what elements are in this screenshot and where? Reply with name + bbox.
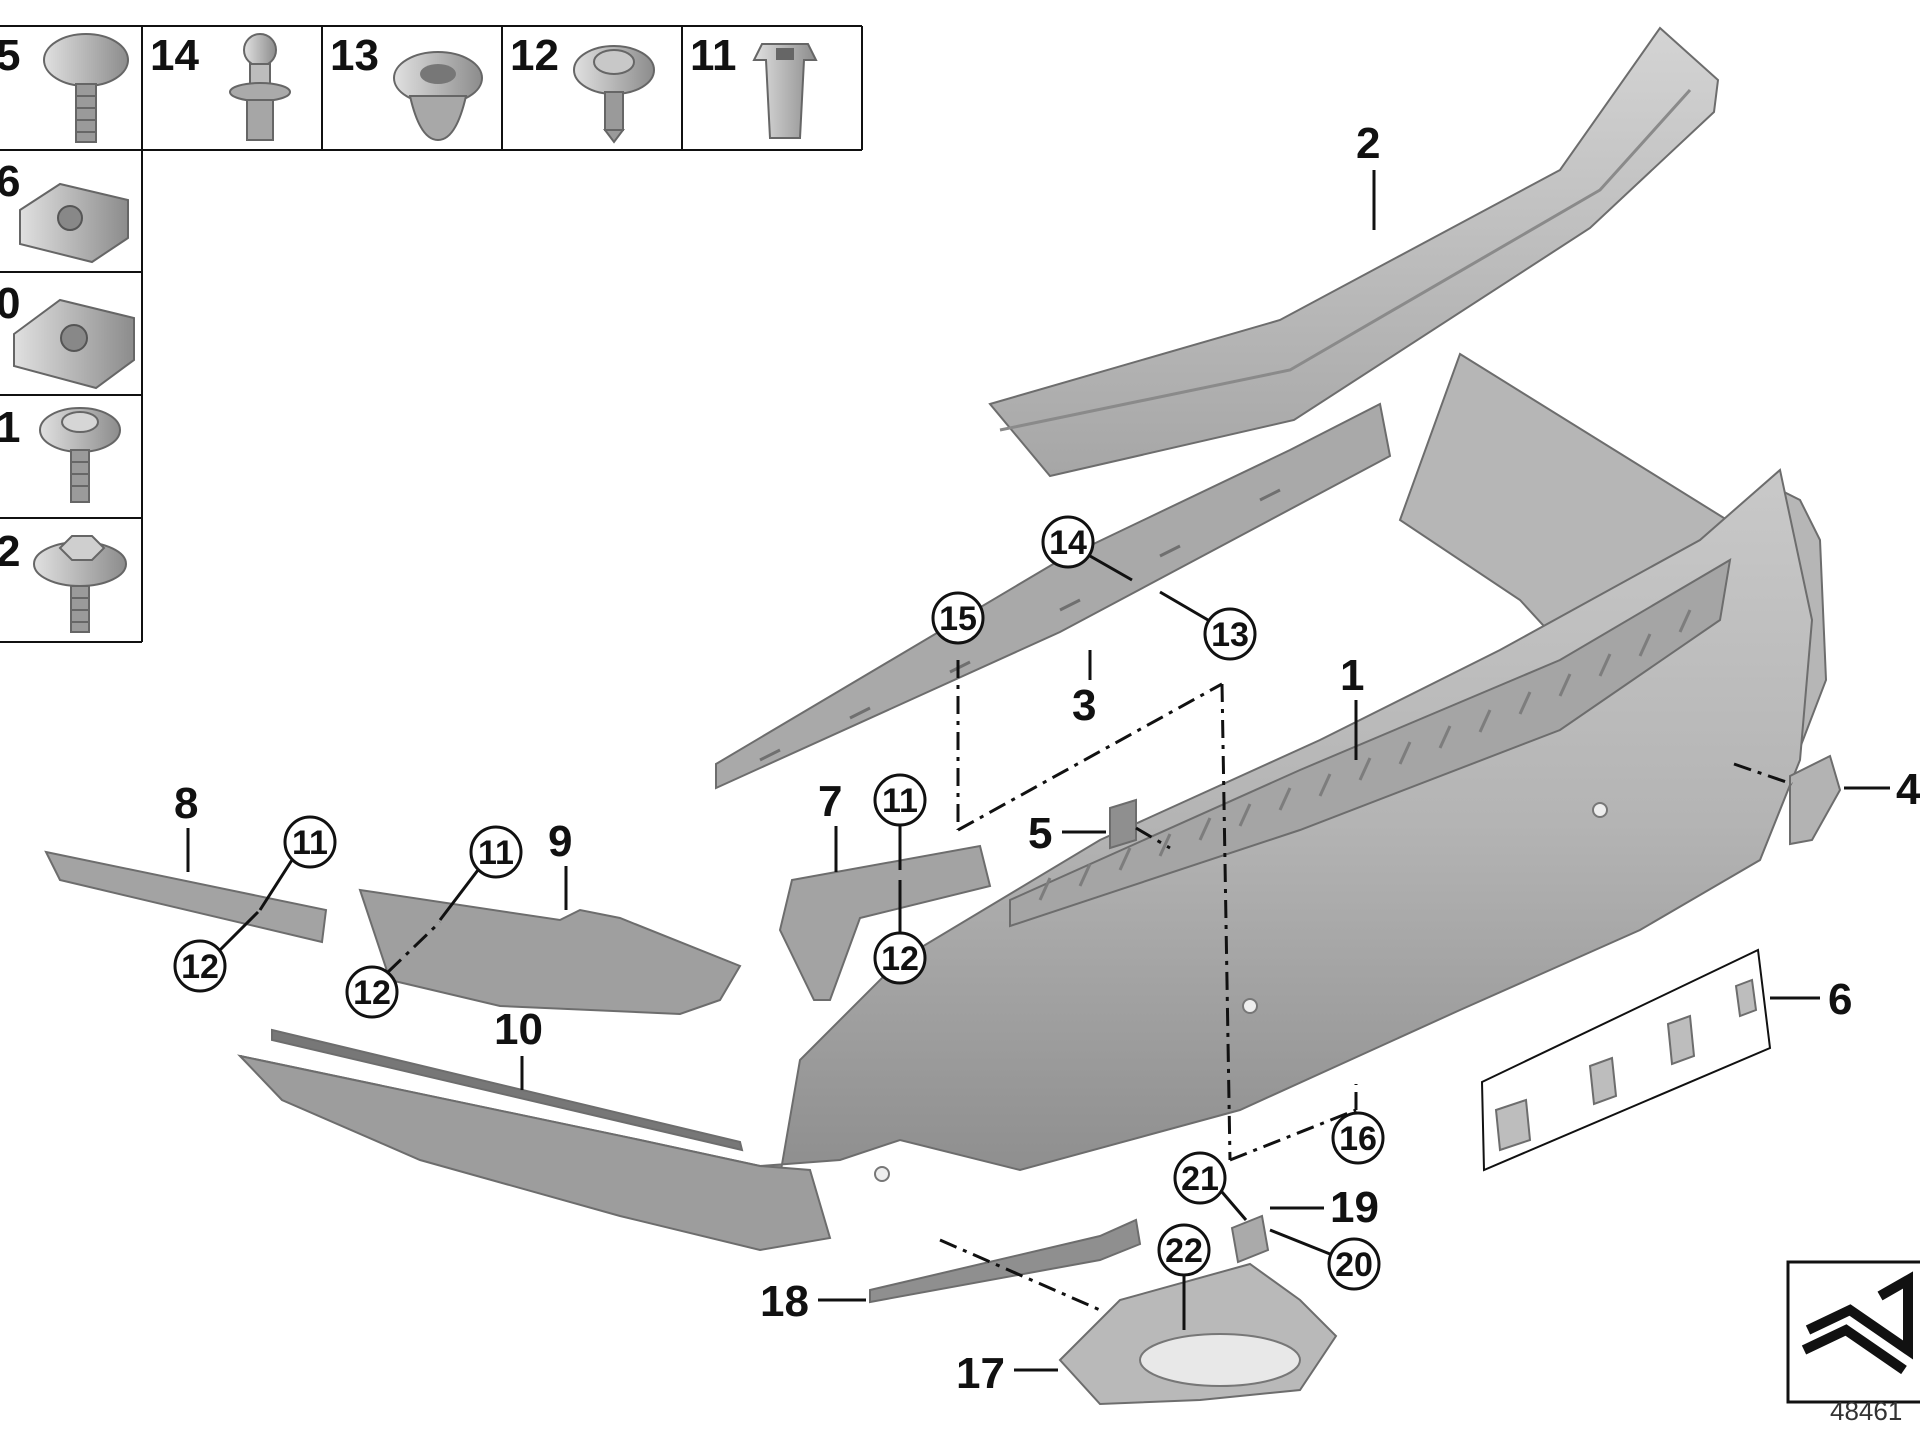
plastic-nut-icon	[752, 43, 818, 139]
callout-11b: 11	[469, 825, 523, 879]
callout-11c: 11	[873, 773, 927, 827]
u-nut-large-icon	[13, 298, 135, 390]
leader-c14	[1089, 554, 1133, 582]
fastener-label-5: 5	[0, 31, 20, 80]
leader-c11b	[438, 869, 480, 921]
ball-stud-icon	[229, 33, 291, 141]
callout-15: 15	[931, 591, 985, 645]
small-cover-part	[1109, 798, 1137, 850]
svg-text:14: 14	[1049, 524, 1087, 562]
callout-16: 16	[1331, 1111, 1385, 1165]
fastener-table-grid	[0, 25, 863, 643]
svg-text:16: 16	[1339, 1120, 1377, 1158]
svg-text:21: 21	[1181, 1160, 1219, 1198]
collar-screw-icon	[573, 45, 655, 144]
part-label-5: 5	[1028, 809, 1052, 858]
callout-12b: 12	[345, 965, 399, 1019]
leader-c21	[1220, 1191, 1248, 1221]
svg-text:22: 22	[1165, 1232, 1203, 1270]
svg-text:13: 13	[1211, 616, 1249, 654]
svg-text:12: 12	[181, 948, 219, 986]
bracket-part	[778, 844, 992, 1001]
reference-lines	[956, 660, 1358, 1162]
svg-text:11: 11	[478, 834, 514, 872]
mushroom-screw-icon	[43, 33, 129, 143]
part-label-8: 8	[174, 779, 198, 828]
fastener-label-13: 13	[330, 31, 379, 80]
leader-c11a	[258, 859, 294, 911]
svg-text:12: 12	[353, 974, 391, 1012]
part-label-9: 9	[548, 817, 572, 866]
orientation-icon	[1786, 1260, 1920, 1404]
callout-12a: 12	[173, 939, 227, 993]
dashline-18	[939, 1238, 1101, 1312]
clip-set-part	[1480, 948, 1772, 1172]
left-bracket-part	[358, 888, 742, 1016]
leader-c12a	[218, 910, 260, 952]
expanding-nut-icon	[393, 51, 483, 142]
leader-c20	[1269, 1228, 1331, 1256]
part-label-19: 19	[1330, 1183, 1379, 1232]
hex-collar-screw-icon	[33, 535, 127, 633]
fastener-table: 5 14 13 12 11	[0, 25, 863, 643]
part-label-3: 3	[1072, 681, 1096, 730]
mounting-strip-part	[715, 402, 1392, 790]
part-label-17: 17	[956, 1349, 1005, 1398]
part-label-18: 18	[760, 1277, 809, 1326]
svg-text:20: 20	[1335, 1246, 1373, 1284]
fastener-label-6: 6	[0, 157, 20, 206]
fastener-label-14: 14	[150, 31, 199, 80]
callout-20: 20	[1327, 1237, 1381, 1291]
part-label-4: 4	[1896, 765, 1920, 814]
part-label-7: 7	[818, 777, 842, 826]
guide-part	[44, 850, 328, 944]
callout-22: 22	[1157, 1223, 1211, 1277]
holder-part	[1230, 1214, 1270, 1264]
fastener-label-2: 2	[0, 527, 20, 576]
bumper-cover-part	[237, 352, 1828, 1252]
svg-text:15: 15	[939, 600, 977, 638]
fastener-label-0: 0	[0, 279, 20, 328]
callout-21: 21	[1173, 1151, 1227, 1205]
exhaust-trim-part	[1058, 1262, 1338, 1406]
callout-14: 14	[1041, 515, 1095, 569]
fastener-label-1: 1	[0, 403, 20, 452]
fastener-label-12: 12	[510, 31, 559, 80]
callout-13: 13	[1203, 607, 1257, 661]
part-label-6: 6	[1828, 975, 1852, 1024]
dashline-4	[1733, 762, 1793, 786]
part-label-10: 10	[494, 1005, 543, 1054]
trim-strip-part	[271, 1028, 744, 1152]
document-number: 48461	[1830, 1396, 1902, 1426]
part-label-2: 2	[1356, 119, 1380, 168]
fastener-label-11: 11	[690, 31, 737, 80]
callout-12c: 12	[873, 931, 927, 985]
callout-11a: 11	[283, 815, 337, 869]
spoiler-part	[988, 26, 1720, 478]
svg-text:12: 12	[881, 940, 919, 978]
leader-c13	[1159, 590, 1209, 622]
leader-c12b	[386, 920, 442, 974]
torx-screw-icon	[39, 407, 121, 503]
tow-hook-cover-part	[1789, 754, 1842, 846]
reflector-strip-part	[869, 1218, 1142, 1304]
svg-text:11: 11	[882, 782, 918, 820]
svg-text:11: 11	[292, 824, 328, 862]
part-label-1: 1	[1340, 651, 1364, 700]
dashline-5	[1135, 826, 1171, 850]
u-nut-small-icon	[19, 182, 129, 264]
